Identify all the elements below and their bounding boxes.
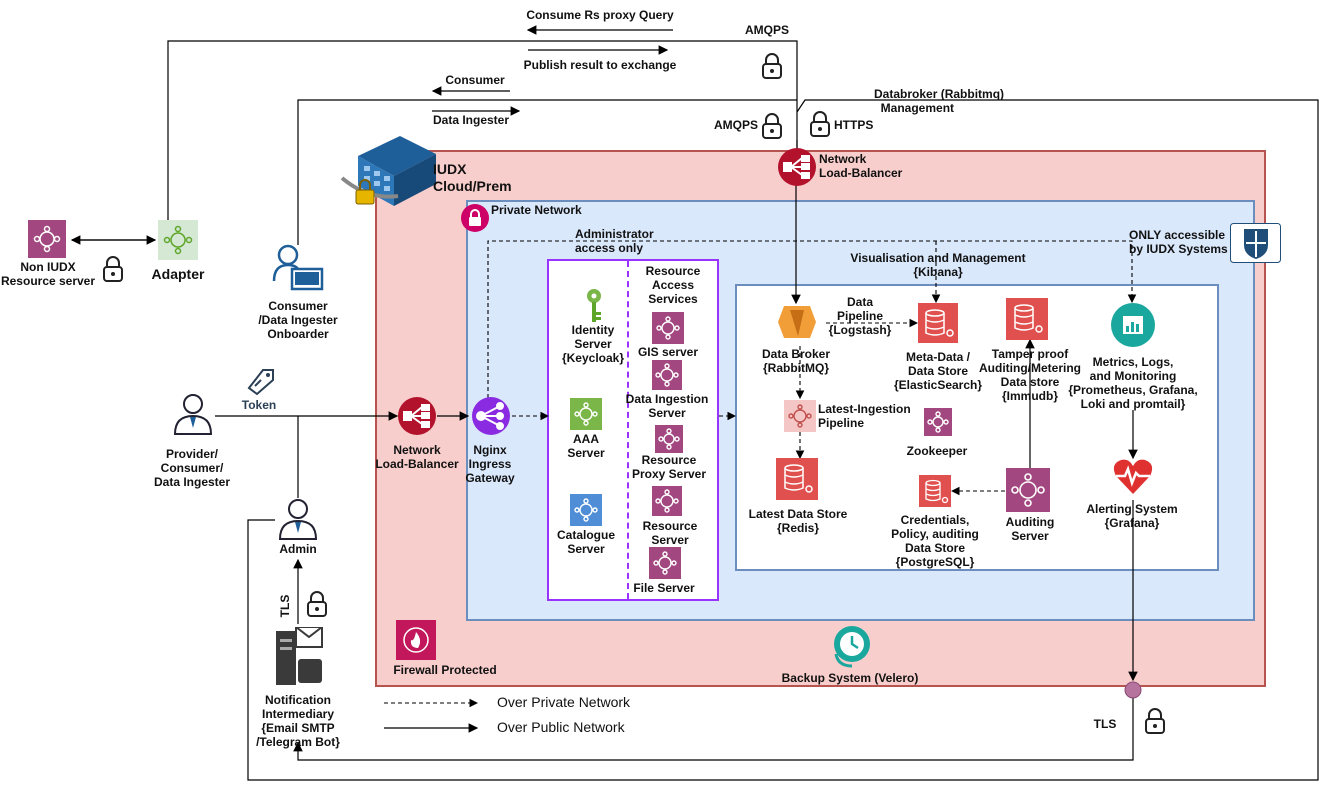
alerting-label: Alerting System {Grafana} [1086, 502, 1178, 530]
resource-access-services-zone [547, 259, 719, 601]
consume-rs-proxy-label: Consume Rs proxy Query [526, 8, 674, 22]
consumer-onboarder-label: Consumer /Data Ingester Onboarder [258, 299, 338, 341]
non-iudx-node-icon [28, 220, 66, 258]
service-node-icon [570, 398, 602, 430]
non-iudx-label: Non IUDX Resource server [0, 260, 96, 288]
tls-endpoint-circle [1124, 681, 1142, 699]
https-label: HTTPS [834, 118, 874, 132]
latest-store-label: Latest Data Store {Redis} [748, 507, 848, 535]
data-ingestion-server-label: Data Ingestion Server [625, 392, 709, 420]
firewall-label: Firewall Protected [393, 663, 497, 677]
user-icon [173, 394, 213, 435]
credentials-store-label: Credentials, Policy, auditing Data Store… [891, 513, 979, 569]
lock-icon [307, 591, 327, 617]
key-icon [587, 289, 601, 322]
heart-pulse-icon [1113, 459, 1153, 494]
nginx-label: Nginx Ingress Gateway [465, 443, 515, 485]
service-node-icon [655, 425, 683, 453]
ras-title-label: Resource Access Services [645, 264, 701, 306]
amqps-label: AMQPS [713, 118, 758, 132]
admin-only-label: Administrator access only [575, 227, 654, 255]
metadata-store-label: Meta-Data / Data Store {ElasticSearch} [893, 350, 983, 392]
admin-icon [278, 499, 318, 540]
tamper-proof-label: Tamper proof Auditing/Metering Data stor… [979, 347, 1081, 403]
building-lock-icon [340, 136, 436, 206]
shield-icon [1230, 223, 1281, 263]
backup-label: Backup System (Velero) [781, 671, 919, 685]
data-pipeline-label: Data Pipeline {Logstash} [828, 295, 892, 337]
adapter-icon [158, 220, 198, 260]
private-network-label: Private Network [491, 203, 582, 217]
service-node-icon [652, 486, 682, 516]
database-icon [918, 303, 958, 343]
data-ingester-arrow-label: Data Ingester [432, 113, 510, 127]
service-node-icon [652, 312, 684, 344]
service-node-icon [784, 400, 816, 432]
aaa-server-label: AAA Server [567, 432, 605, 460]
load-balancer-icon [778, 148, 816, 186]
network-lb-top-label: Network Load-Balancer [819, 152, 903, 180]
load-balancer-icon [398, 397, 436, 435]
user-computer-icon [272, 244, 324, 291]
token-tag-icon [247, 369, 274, 396]
only-accessible-label: ONLY accessible by IUDX Systems [1129, 228, 1228, 256]
lock-icon [810, 111, 830, 137]
notification-server-icon [276, 627, 323, 685]
ingress-icon [472, 397, 510, 435]
database-icon [776, 458, 818, 500]
backup-clock-icon [834, 626, 870, 668]
gis-server-label: GIS server [637, 345, 699, 359]
lock-icon [1145, 708, 1165, 734]
rabbitmq-icon [778, 306, 816, 338]
metrics-label: Metrics, Logs, and Monitoring {Prometheu… [1068, 355, 1198, 411]
network-lb-left-label: Network Load-Balancer [375, 443, 459, 471]
admin-label: Admin [279, 542, 317, 556]
adapter-label: Adapter [151, 266, 205, 282]
database-icon [1006, 298, 1048, 340]
lock-icon [103, 256, 123, 282]
kibana-label: Visualisation and Management {Kibana} [850, 251, 1026, 279]
amqps-label: AMQPS [744, 23, 789, 37]
token-label: Token [241, 398, 277, 412]
notification-label: Notification Intermediary {Email SMTP /T… [256, 693, 340, 749]
service-node-icon [570, 494, 602, 526]
latest-ingestion-label: Latest-Ingestion Pipeline [818, 402, 911, 430]
legend-public-label: Over Public Network [497, 719, 625, 735]
auditing-server-label: Auditing Server [1005, 515, 1055, 543]
service-node-icon [652, 360, 682, 390]
service-node-icon [649, 547, 681, 579]
data-broker-label: Data Broker {RabbitMQ} [761, 347, 831, 375]
resource-proxy-label: Resource Proxy Server [631, 453, 707, 481]
lock-icon [762, 113, 782, 139]
publish-result-label: Publish result to exchange [523, 58, 677, 72]
firewall-icon [396, 620, 436, 660]
identity-server-label: Identity Server {Keycloak} [561, 323, 625, 365]
tls-label: TLS [278, 594, 292, 618]
zookeeper-label: Zookeeper [906, 444, 968, 458]
tls-bottom-label: TLS [1093, 717, 1117, 731]
database-icon [919, 475, 951, 507]
ras-dashed-divider [627, 261, 719, 599]
service-node-icon [1006, 468, 1050, 512]
service-node-icon [924, 408, 952, 436]
databroker-management-label: Databroker (Rabbitmq) Management [874, 87, 1005, 115]
catalogue-server-label: Catalogue Server [556, 528, 615, 556]
provider-label: Provider/ Consumer/ Data Ingester [153, 447, 231, 489]
private-network-lock-icon [461, 204, 489, 232]
monitoring-icon [1111, 303, 1155, 347]
resource-server-label: Resource Server [642, 519, 698, 547]
iudx-cloud-label: IUDX Cloud/Prem [433, 161, 512, 194]
legend-private-label: Over Private Network [497, 694, 631, 710]
file-server-label: File Server [633, 581, 695, 595]
consumer-arrow-label: Consumer [445, 73, 505, 87]
lock-icon [762, 53, 782, 79]
